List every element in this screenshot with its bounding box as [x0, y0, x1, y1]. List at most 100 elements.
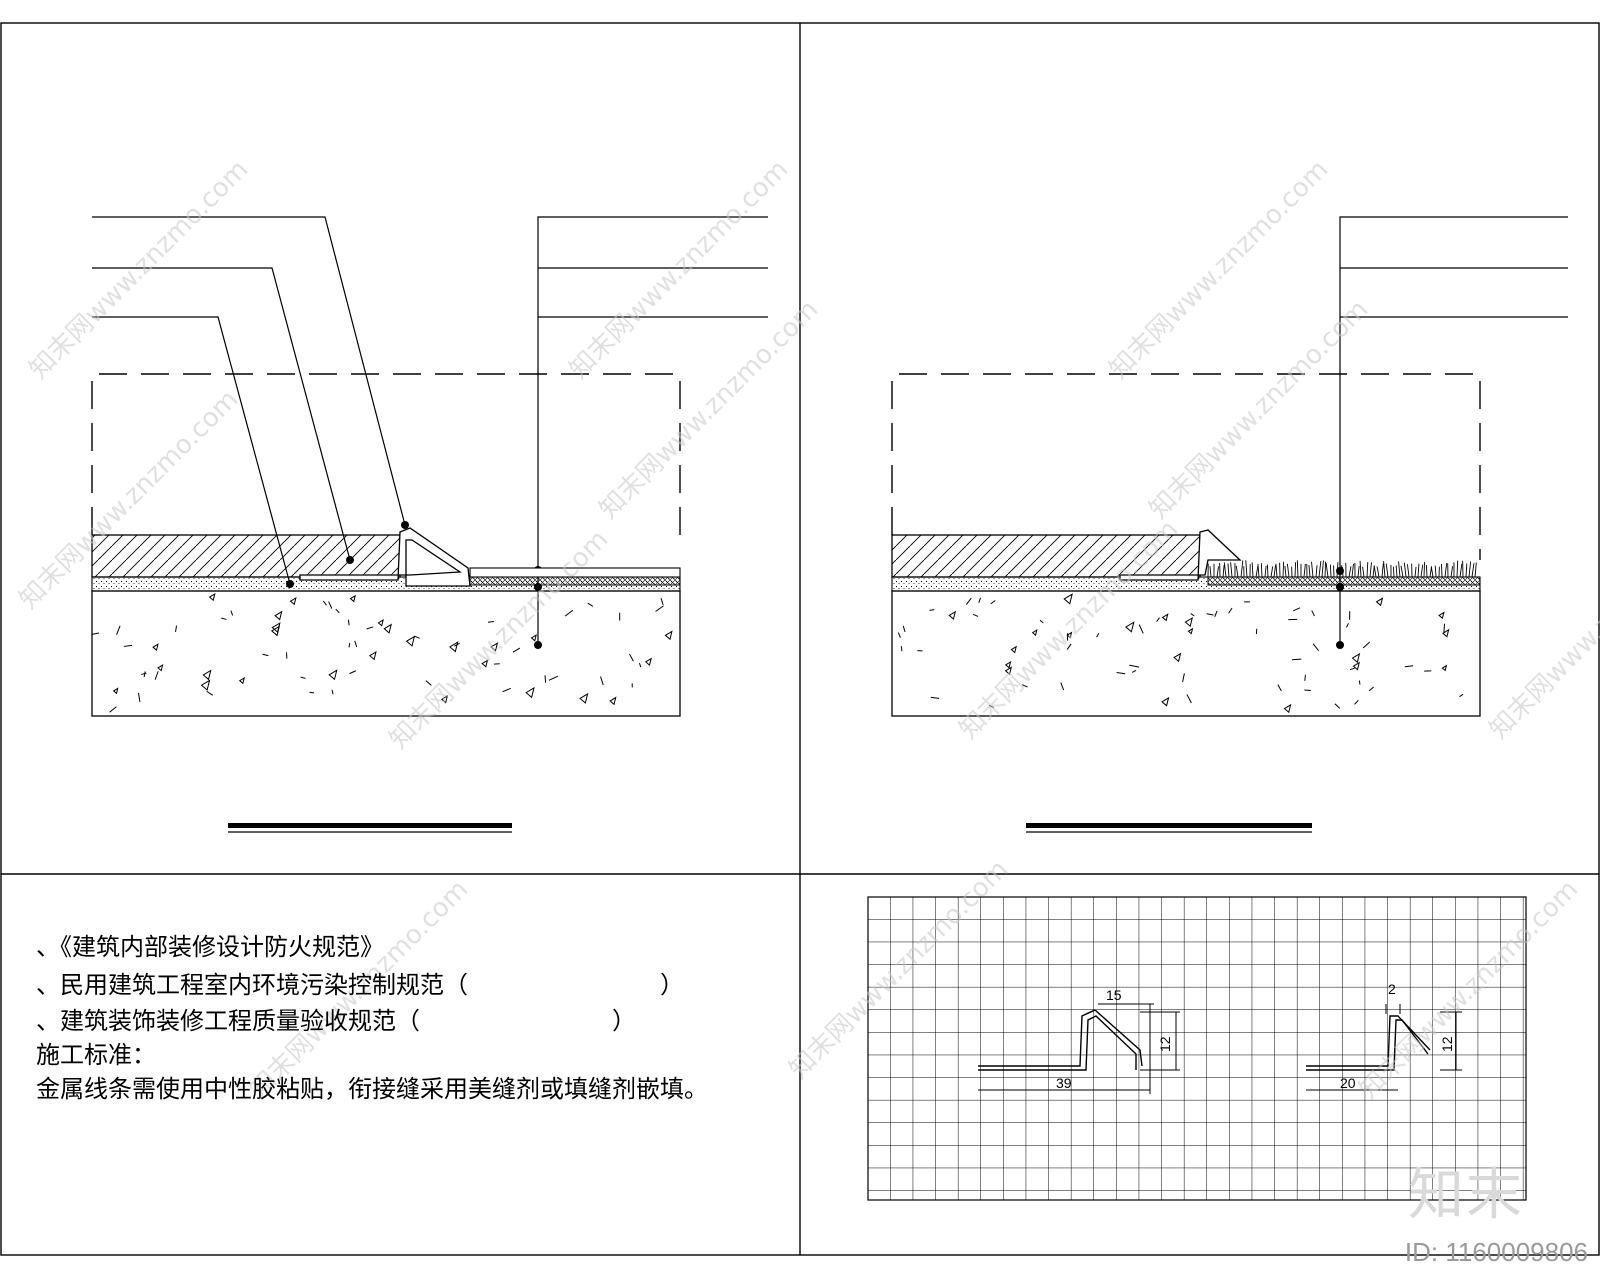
carpet-fiber: [1235, 565, 1239, 578]
right-profile-height: 12: [1439, 1036, 1455, 1052]
right-dashed-boundary: [891, 373, 1481, 560]
aggregate-mark: [1459, 693, 1464, 698]
carpet-fiber: [1324, 561, 1327, 578]
aggregate-mark: [530, 634, 537, 642]
aggregate-mark: [289, 596, 297, 606]
aggregate-mark: [512, 647, 521, 653]
aggregate-mark: [335, 608, 340, 614]
aggregate-mark: [1124, 621, 1135, 633]
carpet-fiber: [1425, 565, 1428, 578]
aggregate-mark: [274, 610, 283, 621]
aggregate-mark: [141, 672, 147, 676]
carpet-fiber: [1223, 562, 1227, 578]
right-carpet-pile: [1207, 560, 1477, 578]
aggregate-mark: [502, 687, 511, 693]
aggregate-mark: [322, 600, 327, 606]
aggregate-mark: [175, 625, 178, 633]
carpet-fiber: [1341, 566, 1344, 578]
left-metal-strip: [299, 527, 471, 587]
aggregate-mark: [154, 671, 159, 680]
carpet-fiber: [1357, 566, 1360, 578]
carpet-fiber: [1471, 563, 1475, 578]
aggregate-mark: [91, 632, 100, 635]
aggregate-mark: [206, 690, 214, 696]
aggregate-mark: [1277, 684, 1282, 692]
carpet-fiber: [1420, 564, 1424, 578]
right-metal-strip: [1119, 529, 1242, 581]
aggregate-mark: [1004, 666, 1013, 676]
aggregate-mark: [331, 689, 334, 695]
carpet-fiber: [1366, 562, 1369, 578]
aggregate-mark: [490, 642, 499, 652]
aggregate-mark: [1066, 631, 1073, 639]
aggregate-mark: [990, 600, 996, 605]
carpet-fiber: [1468, 561, 1472, 578]
aggregate-mark: [1161, 696, 1170, 707]
aggregate-mark: [900, 646, 903, 652]
aggregate-mark: [1362, 641, 1371, 649]
aggregate-mark: [238, 676, 245, 685]
aggregate-mark: [664, 630, 673, 641]
aggregate-mark: [1334, 703, 1341, 709]
watermark-id: ID: 1160009806: [1404, 1237, 1588, 1267]
right-section-detail: [891, 216, 1568, 833]
aggregate-mark: [1190, 613, 1195, 617]
aggregate-mark: [1345, 623, 1349, 628]
aggregate-mark: [1031, 629, 1038, 637]
aggregate-mark: [644, 657, 652, 667]
aggregate-mark: [587, 602, 594, 607]
aggregate-mark: [929, 609, 935, 611]
carpet-fiber: [1257, 563, 1260, 578]
right-concrete-base: [891, 590, 1481, 717]
carpet-fiber: [1230, 562, 1233, 578]
aggregate-mark: [1441, 664, 1448, 672]
aggregate-mark: [1375, 597, 1384, 607]
aggregate-mark: [972, 613, 979, 617]
carpet-fiber: [1255, 565, 1259, 578]
aggregate-mark: [200, 679, 211, 691]
aggregate-mark: [1096, 633, 1100, 638]
aggregate-mark: [1138, 624, 1144, 634]
aggregate-mark: [414, 635, 420, 639]
carpet-fiber: [1434, 565, 1437, 578]
left-stone-slab: [91, 534, 401, 578]
aggregate-mark: [137, 692, 141, 703]
carpet-fiber: [1240, 560, 1244, 578]
carpet-fiber: [1444, 563, 1448, 578]
construction-standard-text: 金属线条需使用中性胶粘贴，衔接缝采用美缝剂或填缝剂嵌填。: [36, 1075, 708, 1103]
aggregate-mark: [902, 625, 906, 633]
spec-line-2: 、民用建筑工程室内环境污染控制规范（ ）: [36, 971, 684, 999]
aggregate-mark: [1187, 627, 1194, 635]
carpet-fiber: [1336, 562, 1339, 578]
construction-standard-heading: 施工标准：: [36, 1041, 156, 1069]
aggregate-mark: [1039, 619, 1044, 624]
aggregate-mark: [349, 670, 357, 675]
right-leader-lines: [1339, 216, 1568, 645]
aggregate-mark: [1354, 699, 1359, 705]
right-concrete-aggregate: [897, 593, 1464, 714]
aggregate-mark: [1358, 680, 1361, 685]
aggregate-mark: [544, 675, 547, 683]
aggregate-mark: [1351, 652, 1361, 664]
carpet-fiber: [1459, 563, 1463, 578]
carpet-fiber: [1392, 566, 1395, 578]
carpet-fiber: [1275, 563, 1278, 578]
aggregate-mark: [157, 664, 164, 672]
carpet-fiber: [1398, 561, 1401, 578]
aggregate-mark: [1156, 617, 1160, 622]
aggregate-mark: [202, 669, 212, 681]
aggregate-mark: [1182, 673, 1185, 683]
carpet-fiber: [1245, 560, 1248, 578]
aggregate-mark: [405, 635, 416, 647]
aggregate-mark: [609, 696, 617, 706]
left-concrete-aggregate: [91, 592, 673, 713]
carpet-fiber: [1222, 564, 1225, 578]
spec-line-1: 、《建筑内部装修设计防火规范》: [36, 933, 384, 961]
left-title-bar: [228, 823, 512, 828]
carpet-fiber: [1369, 562, 1372, 578]
aggregate-mark: [978, 597, 981, 603]
aggregate-mark: [1312, 643, 1320, 651]
aggregate-mark: [1228, 607, 1233, 614]
aggregate-mark: [525, 686, 535, 699]
carpet-fiber: [1423, 561, 1426, 578]
